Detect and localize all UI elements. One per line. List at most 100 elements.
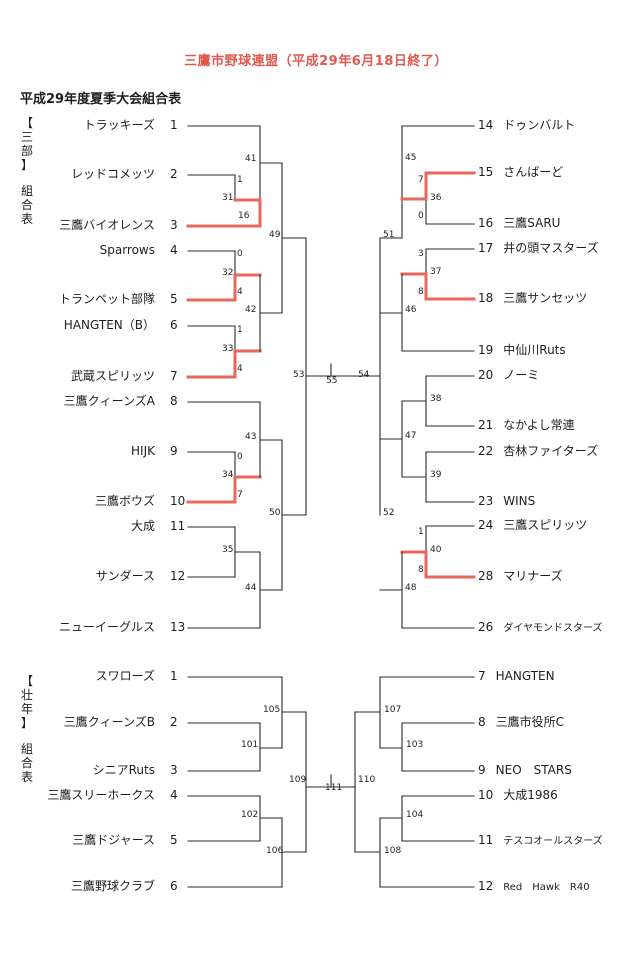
match-number: 35	[222, 545, 234, 555]
match-number: 8	[418, 287, 424, 297]
team-name: 三鷹スリーホークス	[47, 788, 155, 802]
match-number: 103	[406, 740, 424, 750]
team-name: ダイヤモンドスターズ	[503, 623, 603, 634]
team-name: ニューイーグルス	[58, 620, 155, 634]
team-name: Red Hawk R40	[503, 882, 590, 893]
document-title: 三鷹市野球連盟（平成29年6月18日終了）	[184, 54, 448, 69]
match-number: 4	[237, 287, 243, 297]
team-seed: 16	[478, 216, 494, 230]
division-1-name-char: 三	[20, 130, 33, 144]
team-name: サンダース	[95, 569, 155, 583]
match-number: 31	[222, 193, 234, 203]
match-number: 54	[358, 370, 370, 380]
team-seed: 2	[170, 715, 178, 729]
match-number: 46	[405, 305, 417, 315]
division-2-label-char: 表	[20, 770, 33, 784]
team-seed: 7	[478, 669, 486, 683]
document-subtitle: 平成29年度夏季大会組合表	[20, 92, 182, 107]
team-seed: 3	[170, 218, 178, 232]
match-number: 101	[241, 740, 259, 750]
match-number: 7	[418, 175, 424, 185]
match-number: 106	[266, 846, 284, 856]
team-seed: 28	[478, 569, 494, 583]
division-2-name-char: 年	[20, 702, 33, 716]
match-number: 50	[269, 508, 281, 518]
match-number: 44	[245, 583, 257, 593]
team-name: 大成1986	[503, 788, 558, 802]
team-seed: 23	[478, 494, 494, 508]
team-name: 三鷹SARU	[503, 216, 561, 230]
match-number: 32	[222, 268, 234, 278]
division-1-label-char: 組	[20, 184, 33, 198]
team-name: トランペット部隊	[58, 292, 155, 306]
match-number: 47	[405, 431, 417, 441]
team-name: テスコオールスターズ	[503, 836, 603, 847]
team-seed: 10	[478, 788, 494, 802]
division-1-bracket-open: 【	[20, 116, 33, 130]
team-name: 中仙川Ruts	[503, 343, 566, 357]
team-seed: 6	[170, 879, 178, 893]
team-name: 三鷹サンセッツ	[503, 291, 588, 305]
team-name: さんばーど	[503, 165, 564, 179]
team-seed: 10	[170, 494, 186, 508]
team-row-right: 15 さんばーど	[478, 165, 563, 179]
division-2-label: 【 壮 年 】 組 合 表	[18, 674, 36, 784]
match-number: 7	[237, 490, 243, 500]
team-seed: 21	[478, 418, 494, 432]
team-name: HIJK	[131, 444, 155, 458]
match-number: 109	[289, 775, 307, 785]
team-name: ドゥンバルト	[503, 118, 576, 132]
team-row-right: 16 三鷹SARU	[478, 216, 560, 230]
team-name: スワローズ	[95, 669, 155, 683]
team-seed: 9	[478, 763, 486, 777]
match-number: 36	[430, 193, 442, 203]
match-number: 0	[418, 211, 424, 221]
division-1-name-char: 部	[20, 144, 33, 158]
team-name: 三鷹市役所C	[495, 715, 565, 729]
division-1-label: 【 三 部 】 組 合 表	[18, 116, 36, 226]
match-number: 0	[237, 452, 243, 462]
match-number: 110	[358, 775, 376, 785]
team-seed: 15	[478, 165, 494, 179]
match-number: 37	[430, 267, 442, 277]
team-name: シニアRuts	[92, 763, 155, 777]
team-name: 杏林ファイターズ	[503, 444, 599, 458]
team-row-right: 10 大成1986	[478, 788, 558, 802]
match-number: 105	[263, 705, 281, 715]
match-number: 3	[418, 249, 424, 259]
team-seed: 4	[170, 243, 178, 257]
team-seed: 7	[170, 369, 178, 383]
match-number: 1	[237, 175, 243, 185]
team-seed: 3	[170, 763, 178, 777]
match-number: 4	[237, 364, 243, 374]
team-name: 井の頭マスターズ	[503, 241, 599, 255]
team-name: 三鷹クィーンズA	[63, 394, 155, 408]
team-seed: 13	[170, 620, 186, 634]
match-number: 8	[418, 565, 424, 575]
match-number: 49	[269, 230, 281, 240]
match-number: 1	[237, 325, 243, 335]
team-name: 三鷹野球クラブ	[70, 879, 155, 893]
match-number: 53	[293, 370, 305, 380]
team-name: HANGTEN（B）	[63, 318, 155, 332]
match-number: 55	[326, 376, 338, 386]
division-1-label-char: 表	[20, 212, 33, 226]
match-number: 41	[245, 154, 257, 164]
team-seed: 11	[170, 519, 186, 533]
division-2-label-char: 合	[20, 756, 33, 770]
match-number: 1	[418, 527, 424, 537]
match-number: 48	[405, 583, 417, 593]
team-name: マリナーズ	[503, 569, 563, 583]
team-name: トラッキーズ	[83, 118, 155, 132]
team-seed: 17	[478, 241, 494, 255]
division-2-bracket-open: 【	[20, 674, 33, 688]
